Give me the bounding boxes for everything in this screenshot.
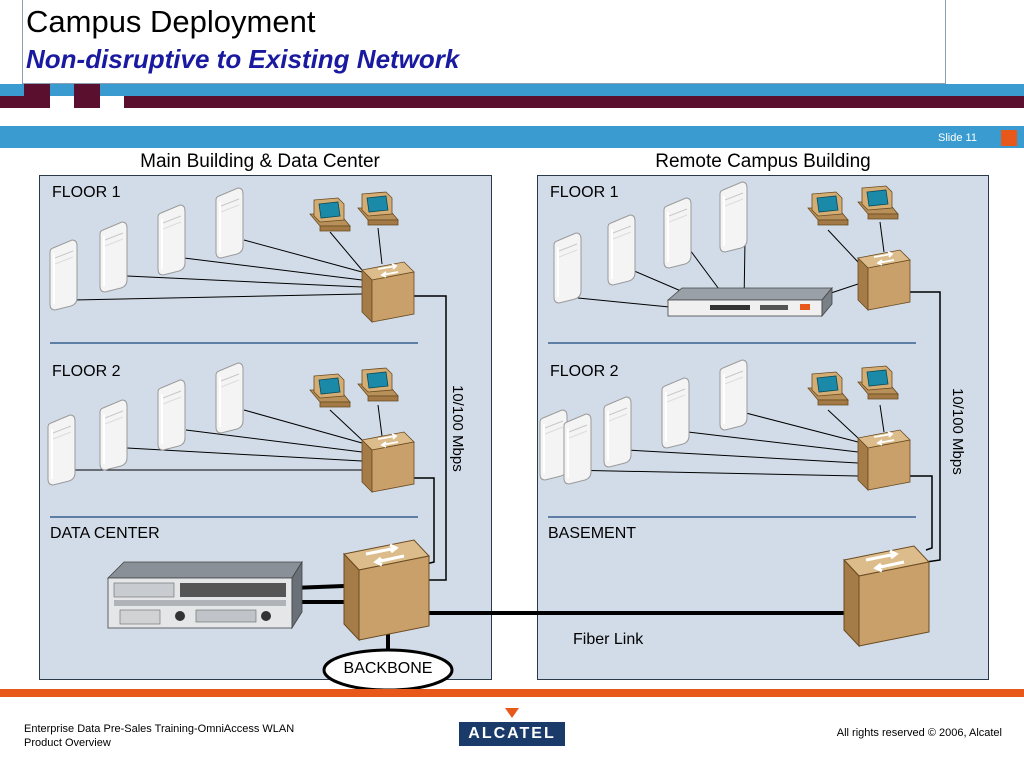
access-point-icon — [539, 409, 568, 481]
access-point-icon — [99, 399, 128, 471]
header-blue-band-bottom — [0, 126, 1024, 148]
footer-left-line2: Product Overview — [24, 737, 111, 749]
left-divider-1 — [50, 342, 418, 344]
workstation-icon — [309, 373, 351, 408]
slide-subtitle: Non-disruptive to Existing Network — [26, 44, 460, 74]
switch-icon — [361, 431, 415, 493]
header-blue-band-top — [0, 84, 1024, 96]
switch-icon — [857, 249, 911, 311]
access-point-icon — [563, 413, 592, 485]
logo-text: ALCATEL — [468, 725, 556, 742]
data-center-chassis-icon — [107, 560, 303, 630]
header-square-1 — [24, 84, 50, 108]
access-point-icon — [719, 181, 748, 253]
left-divider-2 — [50, 516, 418, 518]
left-section-heading: Main Building & Data Center — [140, 151, 380, 172]
header-gap-1 — [50, 96, 74, 108]
header-maroon-band — [0, 96, 1024, 108]
right-divider-2 — [548, 516, 916, 518]
header-gap-2 — [100, 96, 124, 108]
core-switch-icon — [842, 544, 931, 648]
left-speed-label: 10/100 Mbps — [449, 385, 466, 472]
right-floor1-label: FLOOR 1 — [550, 184, 619, 201]
right-floor2-wires — [565, 404, 885, 477]
alcatel-logo: ALCATEL — [459, 706, 565, 748]
wlan-controller-icon — [666, 286, 833, 318]
slide-title: Campus Deployment — [26, 4, 316, 39]
logo-triangle-icon — [459, 708, 565, 746]
right-speed-label: 10/100 Mbps — [949, 388, 966, 475]
access-point-icon — [663, 197, 692, 269]
access-point-icon — [719, 359, 748, 431]
footer-left-line1: Enterprise Data Pre-Sales Training-OmniA… — [24, 723, 295, 735]
footer-orange-band — [0, 689, 1024, 697]
right-uplinks — [910, 291, 941, 563]
right-section-heading: Remote Campus Building — [655, 151, 871, 172]
access-point-icon — [157, 204, 186, 276]
access-point-icon — [157, 379, 186, 451]
workstation-icon — [857, 185, 899, 220]
access-point-icon — [49, 239, 78, 311]
access-point-icon — [553, 232, 582, 304]
right-basement-label: BASEMENT — [548, 525, 637, 542]
switch-icon — [857, 429, 911, 491]
access-point-icon — [607, 214, 636, 286]
slide-number: Slide 11 — [938, 132, 977, 144]
right-divider-1 — [548, 342, 916, 344]
workstation-icon — [309, 197, 351, 232]
workstation-icon — [807, 371, 849, 406]
left-floor2-label: FLOOR 2 — [52, 363, 121, 380]
access-point-icon — [47, 414, 76, 486]
switch-icon — [361, 261, 415, 323]
footer-left-text: Enterprise Data Pre-Sales Training-OmniA… — [24, 722, 344, 750]
workstation-icon — [357, 367, 399, 402]
footer-copyright: All rights reserved © 2006, Alcatel — [836, 727, 1002, 739]
header-white-gap — [0, 108, 1024, 126]
orange-square — [1001, 130, 1017, 146]
access-point-icon — [215, 187, 244, 259]
workstation-icon — [357, 191, 399, 226]
left-uplinks — [414, 295, 447, 581]
workstation-icon — [807, 191, 849, 226]
workstation-icon — [857, 365, 899, 400]
fiber-link-label: Fiber Link — [573, 631, 644, 648]
access-point-icon — [603, 396, 632, 468]
backbone-label: BACKBONE — [343, 660, 433, 677]
left-floor1-label: FLOOR 1 — [52, 184, 121, 201]
left-floor1-wires — [73, 227, 383, 301]
access-point-icon — [661, 377, 690, 449]
left-floor2-wires — [72, 404, 383, 471]
access-point-icon — [99, 221, 128, 293]
title-box — [22, 0, 946, 84]
left-datacenter-label: DATA CENTER — [50, 525, 160, 542]
core-switch-icon — [342, 538, 431, 642]
access-point-icon — [215, 362, 244, 434]
header-square-2 — [74, 84, 100, 108]
right-floor2-label: FLOOR 2 — [550, 363, 619, 380]
